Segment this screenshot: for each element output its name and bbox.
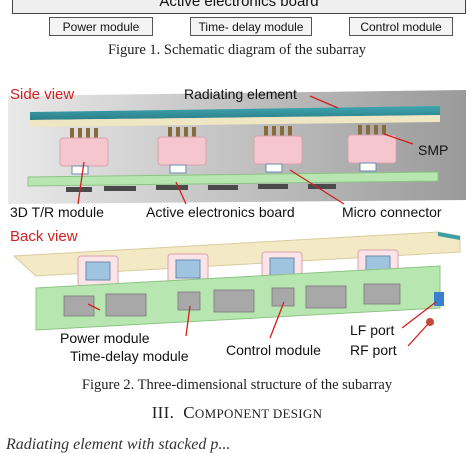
smp-label: SMP	[418, 142, 449, 158]
section-number: III.	[151, 403, 175, 422]
tr-module-label: 3D T/R module	[10, 204, 104, 220]
figure2-caption: Figure 2. Three-dimensional structure of…	[81, 377, 393, 393]
side-view-title: Side view	[10, 86, 75, 103]
side-view-drawing	[8, 90, 466, 205]
control-module-block-label: Control module	[360, 20, 442, 34]
board-block-label: Active electronics board	[159, 0, 319, 10]
back-view-figure: Back view Power module Time-delay module…	[8, 226, 466, 370]
control-module-label: Control module	[226, 342, 321, 358]
control-module-block: Control module	[349, 17, 453, 36]
radiator-substrate	[30, 115, 440, 127]
power-module-block: Power module	[49, 17, 153, 36]
back-view-title: Back view	[10, 228, 78, 245]
power-module-label: Power module	[60, 330, 150, 346]
cutoff-subheading: Radiating element with stacked p...	[6, 436, 231, 453]
tr-module-windows	[77, 249, 399, 287]
lf-port-label: LF port	[350, 322, 395, 338]
section-heading: III. COMPONENT DESIGN	[0, 403, 474, 423]
time-delay-module-block-label: Time- delay module	[198, 20, 304, 34]
active-board-label: Active electronics board	[146, 204, 295, 220]
board-chips	[66, 184, 336, 192]
side-leader-lines	[77, 95, 414, 205]
smp-connectors	[70, 125, 386, 138]
radiator-layer	[30, 106, 440, 120]
section-title-rest: OMPONENT DESIGN	[194, 406, 323, 421]
section-initial: C	[183, 403, 195, 422]
radiator-back-plate	[12, 231, 461, 277]
micro-connector-label: Micro connector	[342, 204, 442, 220]
radiating-element-label: Radiating element	[184, 86, 297, 102]
micro-connectors	[71, 162, 377, 175]
radiator-edge	[438, 232, 460, 240]
tr-modules	[59, 134, 397, 167]
rf-port-label: RF port	[350, 342, 397, 358]
power-module-block-label: Power module	[62, 20, 140, 34]
active-electronics-board-block: Active electronics board	[12, 0, 466, 14]
active-board-layer	[27, 171, 439, 187]
side-view-figure: Side view Radiating element SMP 3D T/R m…	[8, 82, 466, 224]
time-delay-module-block: Time- delay module	[190, 17, 312, 36]
back-leader-lines	[87, 301, 437, 347]
time-delay-module-label: Time-delay module	[70, 348, 189, 364]
lf-port-connector	[434, 292, 444, 306]
figure1-caption: Figure 1. Schematic diagram of the subar…	[107, 42, 367, 58]
back-view-drawing	[12, 231, 461, 347]
